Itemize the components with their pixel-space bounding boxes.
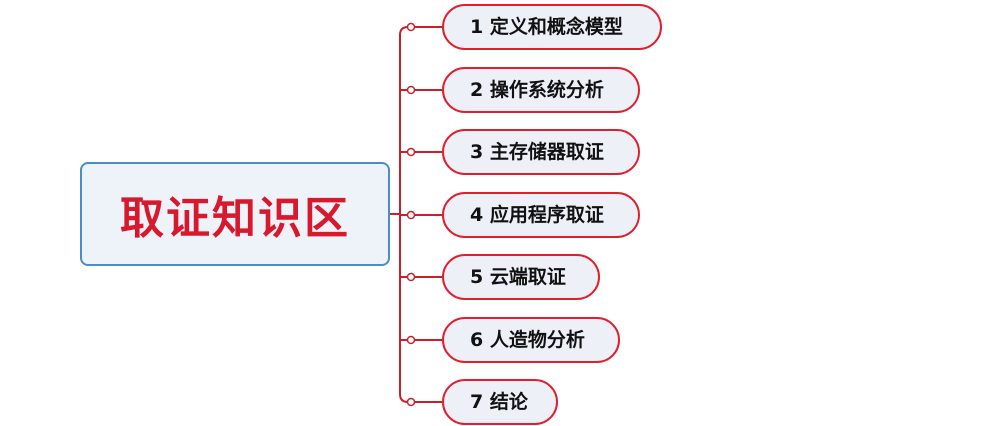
branch-node-6[interactable]: 6 人造物分析 — [442, 317, 620, 363]
connector-dot-6 — [406, 335, 416, 345]
branch-label-7: 7 结论 — [470, 390, 528, 413]
connector-dot-2 — [406, 85, 416, 95]
branch-label-3: 3 主存储器取证 — [470, 140, 604, 163]
branch-label-6: 6 人造物分析 — [470, 328, 585, 351]
branch-node-3[interactable]: 3 主存储器取证 — [442, 129, 640, 175]
connector-dot-3 — [406, 147, 416, 157]
root-node[interactable]: 取证知识区 — [80, 162, 390, 266]
branch-node-2[interactable]: 2 操作系统分析 — [442, 67, 640, 113]
branch-node-4[interactable]: 4 应用程序取证 — [442, 192, 640, 238]
branch-label-1: 1 定义和概念模型 — [470, 15, 623, 38]
branch-node-1[interactable]: 1 定义和概念模型 — [442, 4, 662, 50]
branch-node-5[interactable]: 5 云端取证 — [442, 254, 600, 300]
branch-label-2: 2 操作系统分析 — [470, 78, 604, 101]
connector-dot-7 — [406, 397, 416, 407]
connector-dot-5 — [406, 272, 416, 282]
root-label: 取证知识区 — [120, 193, 350, 244]
branch-label-4: 4 应用程序取证 — [470, 203, 604, 226]
branch-node-7[interactable]: 7 结论 — [442, 379, 558, 425]
branch-label-5: 5 云端取证 — [470, 265, 566, 288]
connector-dot-4 — [406, 210, 416, 220]
branch-connector-1 — [399, 26, 442, 36]
connector-dot-1 — [406, 22, 416, 32]
branch-connector-7 — [399, 393, 442, 403]
